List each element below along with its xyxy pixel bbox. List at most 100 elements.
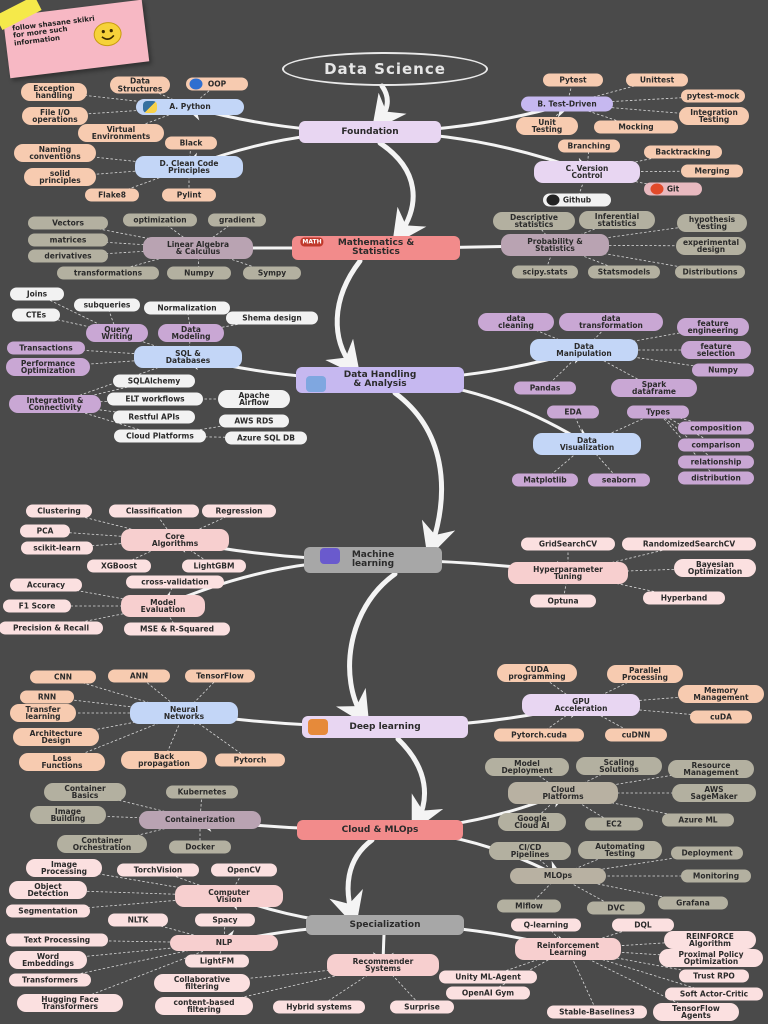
leaf-l72: PCA xyxy=(20,524,70,538)
leaf-l43: Data Modeling xyxy=(158,324,224,342)
leaf-l13: Naming conventions xyxy=(14,144,96,162)
connector-nlp-l129 xyxy=(216,942,225,962)
smiley-face-icon xyxy=(92,20,123,48)
leaf-l109: Kubernetes xyxy=(166,785,238,799)
leaf-l36: Distributions xyxy=(675,265,745,279)
leaf-l8: pytest-mock xyxy=(681,89,745,103)
leaf-l3: Exception handling xyxy=(21,83,87,101)
leaf-l112: Docker xyxy=(169,840,231,854)
leaf-l24: gradient xyxy=(208,213,266,227)
topic-hub-spec: Specialization xyxy=(306,915,464,935)
leaf-l85: MSE & R-Squared xyxy=(124,622,230,636)
leaf-l4: File I/O operations xyxy=(22,107,88,125)
leaf-l79: Optuna xyxy=(530,594,596,608)
flow-arrow-data-to-ml xyxy=(392,390,456,559)
connector-rl-l143 xyxy=(567,948,715,995)
connector-clean-l14 xyxy=(59,166,190,178)
connector-container-l111 xyxy=(101,819,201,845)
leaf-l117: Mlflow xyxy=(497,899,561,913)
flow-arrow-title-to-foundation xyxy=(371,83,407,132)
leaf-l107: Azure ML xyxy=(662,813,734,827)
leaf-l102: Scaling Solutions xyxy=(576,757,662,775)
subtopic-gpu: GPU Acceleration xyxy=(522,694,640,716)
leaf-l45: Performance Optimization xyxy=(6,358,90,376)
leaf-l127: Text Processing xyxy=(6,933,108,947)
leaf-l75: LightGBM xyxy=(182,559,246,573)
connector-recsys-l134 xyxy=(318,964,384,1008)
leaf-l59: Pandas xyxy=(514,381,576,395)
leaf-l58: Numpy xyxy=(692,363,754,377)
leaf-l74: XGBoost xyxy=(87,559,151,573)
topic-hub-foundation: Foundation xyxy=(299,121,441,143)
leaf-l81: Accuracy xyxy=(10,578,82,592)
leaf-l123: Object Detection xyxy=(9,881,87,899)
leaf-l77: RandomizedSearchCV xyxy=(622,537,756,551)
leaf-l135: Surprise xyxy=(390,1000,454,1014)
subtopic-vcs: C. Version Control xyxy=(534,161,640,183)
leaf-l113: CI/CD Pipelines xyxy=(489,842,571,860)
connector-linalg-l23 xyxy=(159,219,199,249)
flow-arrow-dl-to-cloud xyxy=(395,736,444,833)
leaf-l140: Unity ML-Agent xyxy=(439,970,537,984)
connector-l46-l47 xyxy=(54,380,155,405)
leaf-l53: Azure SQL DB xyxy=(225,431,307,445)
subtopic-cplat: Cloud Platforms xyxy=(508,782,618,804)
subtopic-prob: Probability & Statistics xyxy=(501,234,609,256)
leaf-l94: Pytorch xyxy=(215,753,285,767)
leaf-l56: feature engineering xyxy=(677,318,749,336)
leaf-l138: REINFORCE Algorithm xyxy=(664,931,756,949)
subtopic-test: B. Test-Driven xyxy=(521,96,613,112)
leaf-l95: CUDA programming xyxy=(497,664,577,682)
subtopic-python: A. Python xyxy=(136,99,244,115)
leaf-l73: scikit-learn xyxy=(21,541,93,555)
subtopic-eval: Model Evaluation xyxy=(121,595,205,617)
leaf-l7: Unittest xyxy=(626,73,688,87)
leaf-l116: Monitoring xyxy=(681,869,751,883)
leaf-l91: Architecture Design xyxy=(13,728,99,746)
leaf-l23: optimization xyxy=(123,213,197,227)
leaf-l9: Integration Testing xyxy=(679,107,749,125)
leaf-l35: Statsmodels xyxy=(588,265,660,279)
leaf-l10: Unit Testing xyxy=(516,117,578,135)
connector-prob-l35 xyxy=(554,244,625,273)
subtopic-clean: D. Clean Code Principles xyxy=(135,156,243,178)
leaf-l99: Pytorch.cuda xyxy=(494,728,584,742)
brain-icon xyxy=(308,719,328,735)
leaf-l14: solid principles xyxy=(24,168,96,186)
leaf-l62: Types xyxy=(627,405,689,419)
leaf-l144: Stable-Baselines3 xyxy=(547,1005,647,1019)
leaf-l22: Vectors xyxy=(28,216,108,230)
leaf-l5: Virtual Environments xyxy=(78,124,164,142)
leaf-l87: ANN xyxy=(108,669,170,683)
leaf-l111: Container Orchestration xyxy=(57,835,147,853)
leaf-l128: Word Embeddings xyxy=(9,951,87,969)
leaf-l93: Back propagation xyxy=(121,751,207,769)
leaf-l41: Shema design xyxy=(226,311,318,325)
leaf-l38: subqueries xyxy=(74,298,140,312)
leaf-l100: cuDNN xyxy=(605,728,667,742)
leaf-l84: Precision & Recall xyxy=(0,621,103,635)
leaf-l29: Sympy xyxy=(243,266,301,280)
topic-hub-dl: Deep learning xyxy=(302,716,468,738)
connector-prob-l33 xyxy=(554,244,712,247)
subtopic-cv: Computer Vision xyxy=(175,885,283,907)
connector-python-l5 xyxy=(120,106,191,134)
sticky-note: follow shasane skikri for more such info… xyxy=(0,0,150,79)
leaf-l66: distribution xyxy=(678,471,754,485)
leaf-l69: Clustering xyxy=(26,504,92,518)
leaf-l133: content-based filtering xyxy=(155,997,253,1015)
leaf-l115: Deployment xyxy=(671,846,743,860)
leaf-l137: DQL xyxy=(612,918,674,932)
subtopic-linalg: Linear Algebra & Calculus xyxy=(143,237,253,259)
leaf-l105: Google Cloud AI xyxy=(498,813,566,831)
leaf-l86: CNN xyxy=(30,670,96,684)
math-badge-icon: MATH xyxy=(300,237,324,247)
leaf-l103: Resource Management xyxy=(668,760,754,778)
leaf-l44: Transactions xyxy=(7,341,85,355)
leaf-l114: Automating Testing xyxy=(578,841,662,859)
leaf-l67: Matplotlib xyxy=(512,473,578,487)
connector-cv-l124 xyxy=(47,895,230,912)
leaf-l88: TensorFlow xyxy=(185,669,255,683)
leaf-l64: comparison xyxy=(678,438,754,452)
leaf-l96: Parallel Processing xyxy=(607,665,683,683)
